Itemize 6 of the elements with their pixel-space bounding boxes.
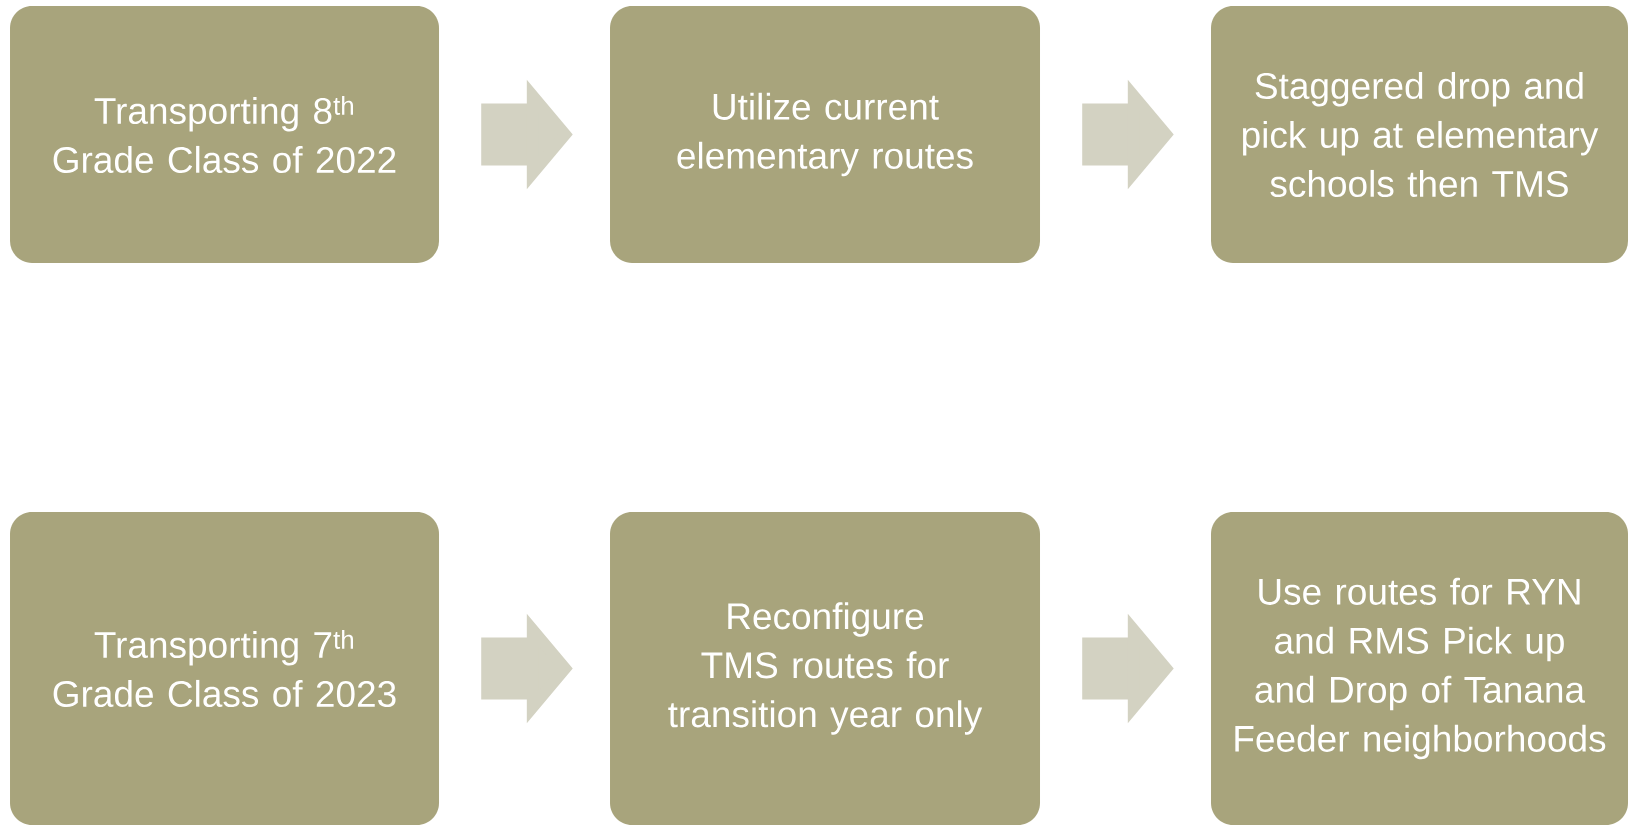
process-box: Reconfigure TMS routes for transition year only xyxy=(610,512,1040,825)
process-box: Staggered drop and pick up at elementary schools then TMS xyxy=(1211,6,1628,263)
process-box: Transporting 7$^{th}$ Grade Class of 2023 xyxy=(10,512,439,825)
process-box: Utilize current elementary routes xyxy=(610,6,1040,263)
process-box: Transporting 8$^{th}$ Grade Class of 2022 xyxy=(10,6,439,263)
process-box: Use routes for RYN and RMS Pick up and Drop of Tanana Feeder neighborhoods xyxy=(1211,512,1628,825)
